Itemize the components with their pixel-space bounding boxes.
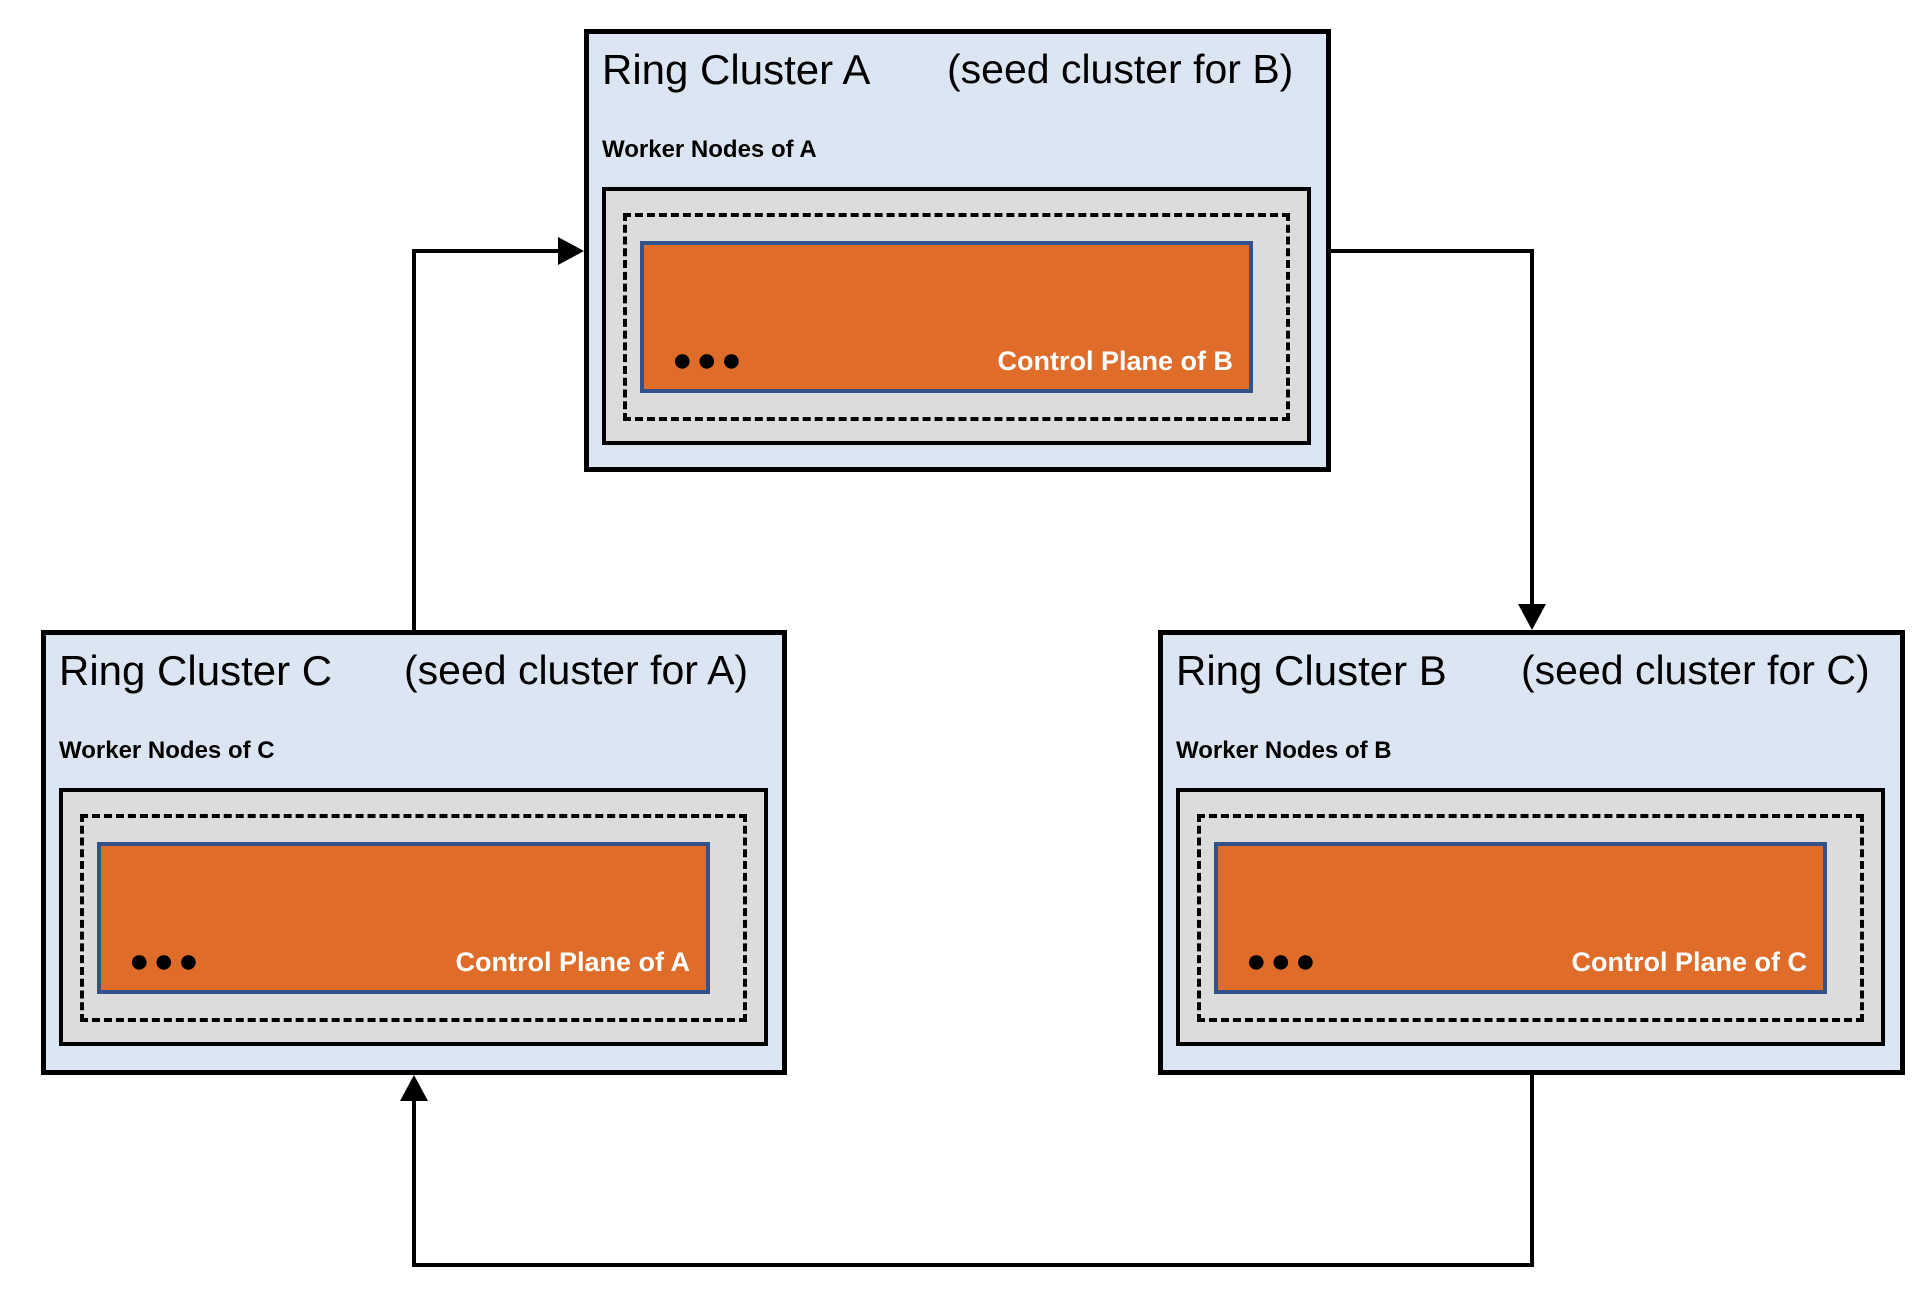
cluster-b-worker-nodes-box: ●●● Control Plane of C [1176, 788, 1885, 1046]
cluster-b-title: Ring Cluster B [1176, 647, 1447, 694]
ellipsis-dots-icon: ●●● [672, 341, 746, 379]
ellipsis-dots-icon: ●●● [1246, 942, 1320, 980]
cluster-b-box: Ring Cluster B (seed cluster for C) Work… [1158, 630, 1905, 1075]
cluster-b-worker-label: Worker Nodes of B [1176, 737, 1392, 764]
cluster-a-subtitle: (seed cluster for B) [947, 46, 1294, 92]
cluster-a-box: Ring Cluster A (seed cluster for B) Work… [584, 29, 1331, 472]
cluster-b-dashed-boundary [1197, 814, 1864, 1022]
arrow-a-to-b [1331, 249, 1546, 630]
cluster-b-control-plane-box: ●●● Control Plane of C [1214, 842, 1827, 994]
cluster-b-subtitle: (seed cluster for C) [1521, 647, 1870, 693]
cluster-a-dashed-boundary [623, 213, 1290, 421]
cluster-c-dashed-boundary [80, 814, 747, 1022]
cluster-c-worker-nodes-box: ●●● Control Plane of A [59, 788, 768, 1046]
cluster-c-box: Ring Cluster C (seed cluster for A) Work… [41, 630, 787, 1075]
cluster-a-worker-nodes-box: ●●● Control Plane of B [602, 187, 1311, 445]
arrow-b-to-c [400, 1075, 1534, 1267]
cluster-a-control-plane-label: Control Plane of B [997, 345, 1234, 376]
arrow-c-to-a [412, 237, 584, 630]
cluster-c-worker-label: Worker Nodes of C [59, 737, 275, 764]
cluster-a-title: Ring Cluster A [602, 46, 871, 93]
cluster-a-control-plane-box: ●●● Control Plane of B [640, 241, 1253, 393]
cluster-c-control-plane-box: ●●● Control Plane of A [97, 842, 710, 994]
cluster-c-control-plane-label: Control Plane of A [455, 946, 691, 977]
cluster-a-worker-label: Worker Nodes of A [602, 136, 817, 163]
cluster-c-title: Ring Cluster C [59, 647, 333, 694]
ellipsis-dots-icon: ●●● [129, 942, 203, 980]
cluster-b-control-plane-label: Control Plane of C [1571, 946, 1808, 977]
cluster-c-subtitle: (seed cluster for A) [404, 647, 749, 693]
